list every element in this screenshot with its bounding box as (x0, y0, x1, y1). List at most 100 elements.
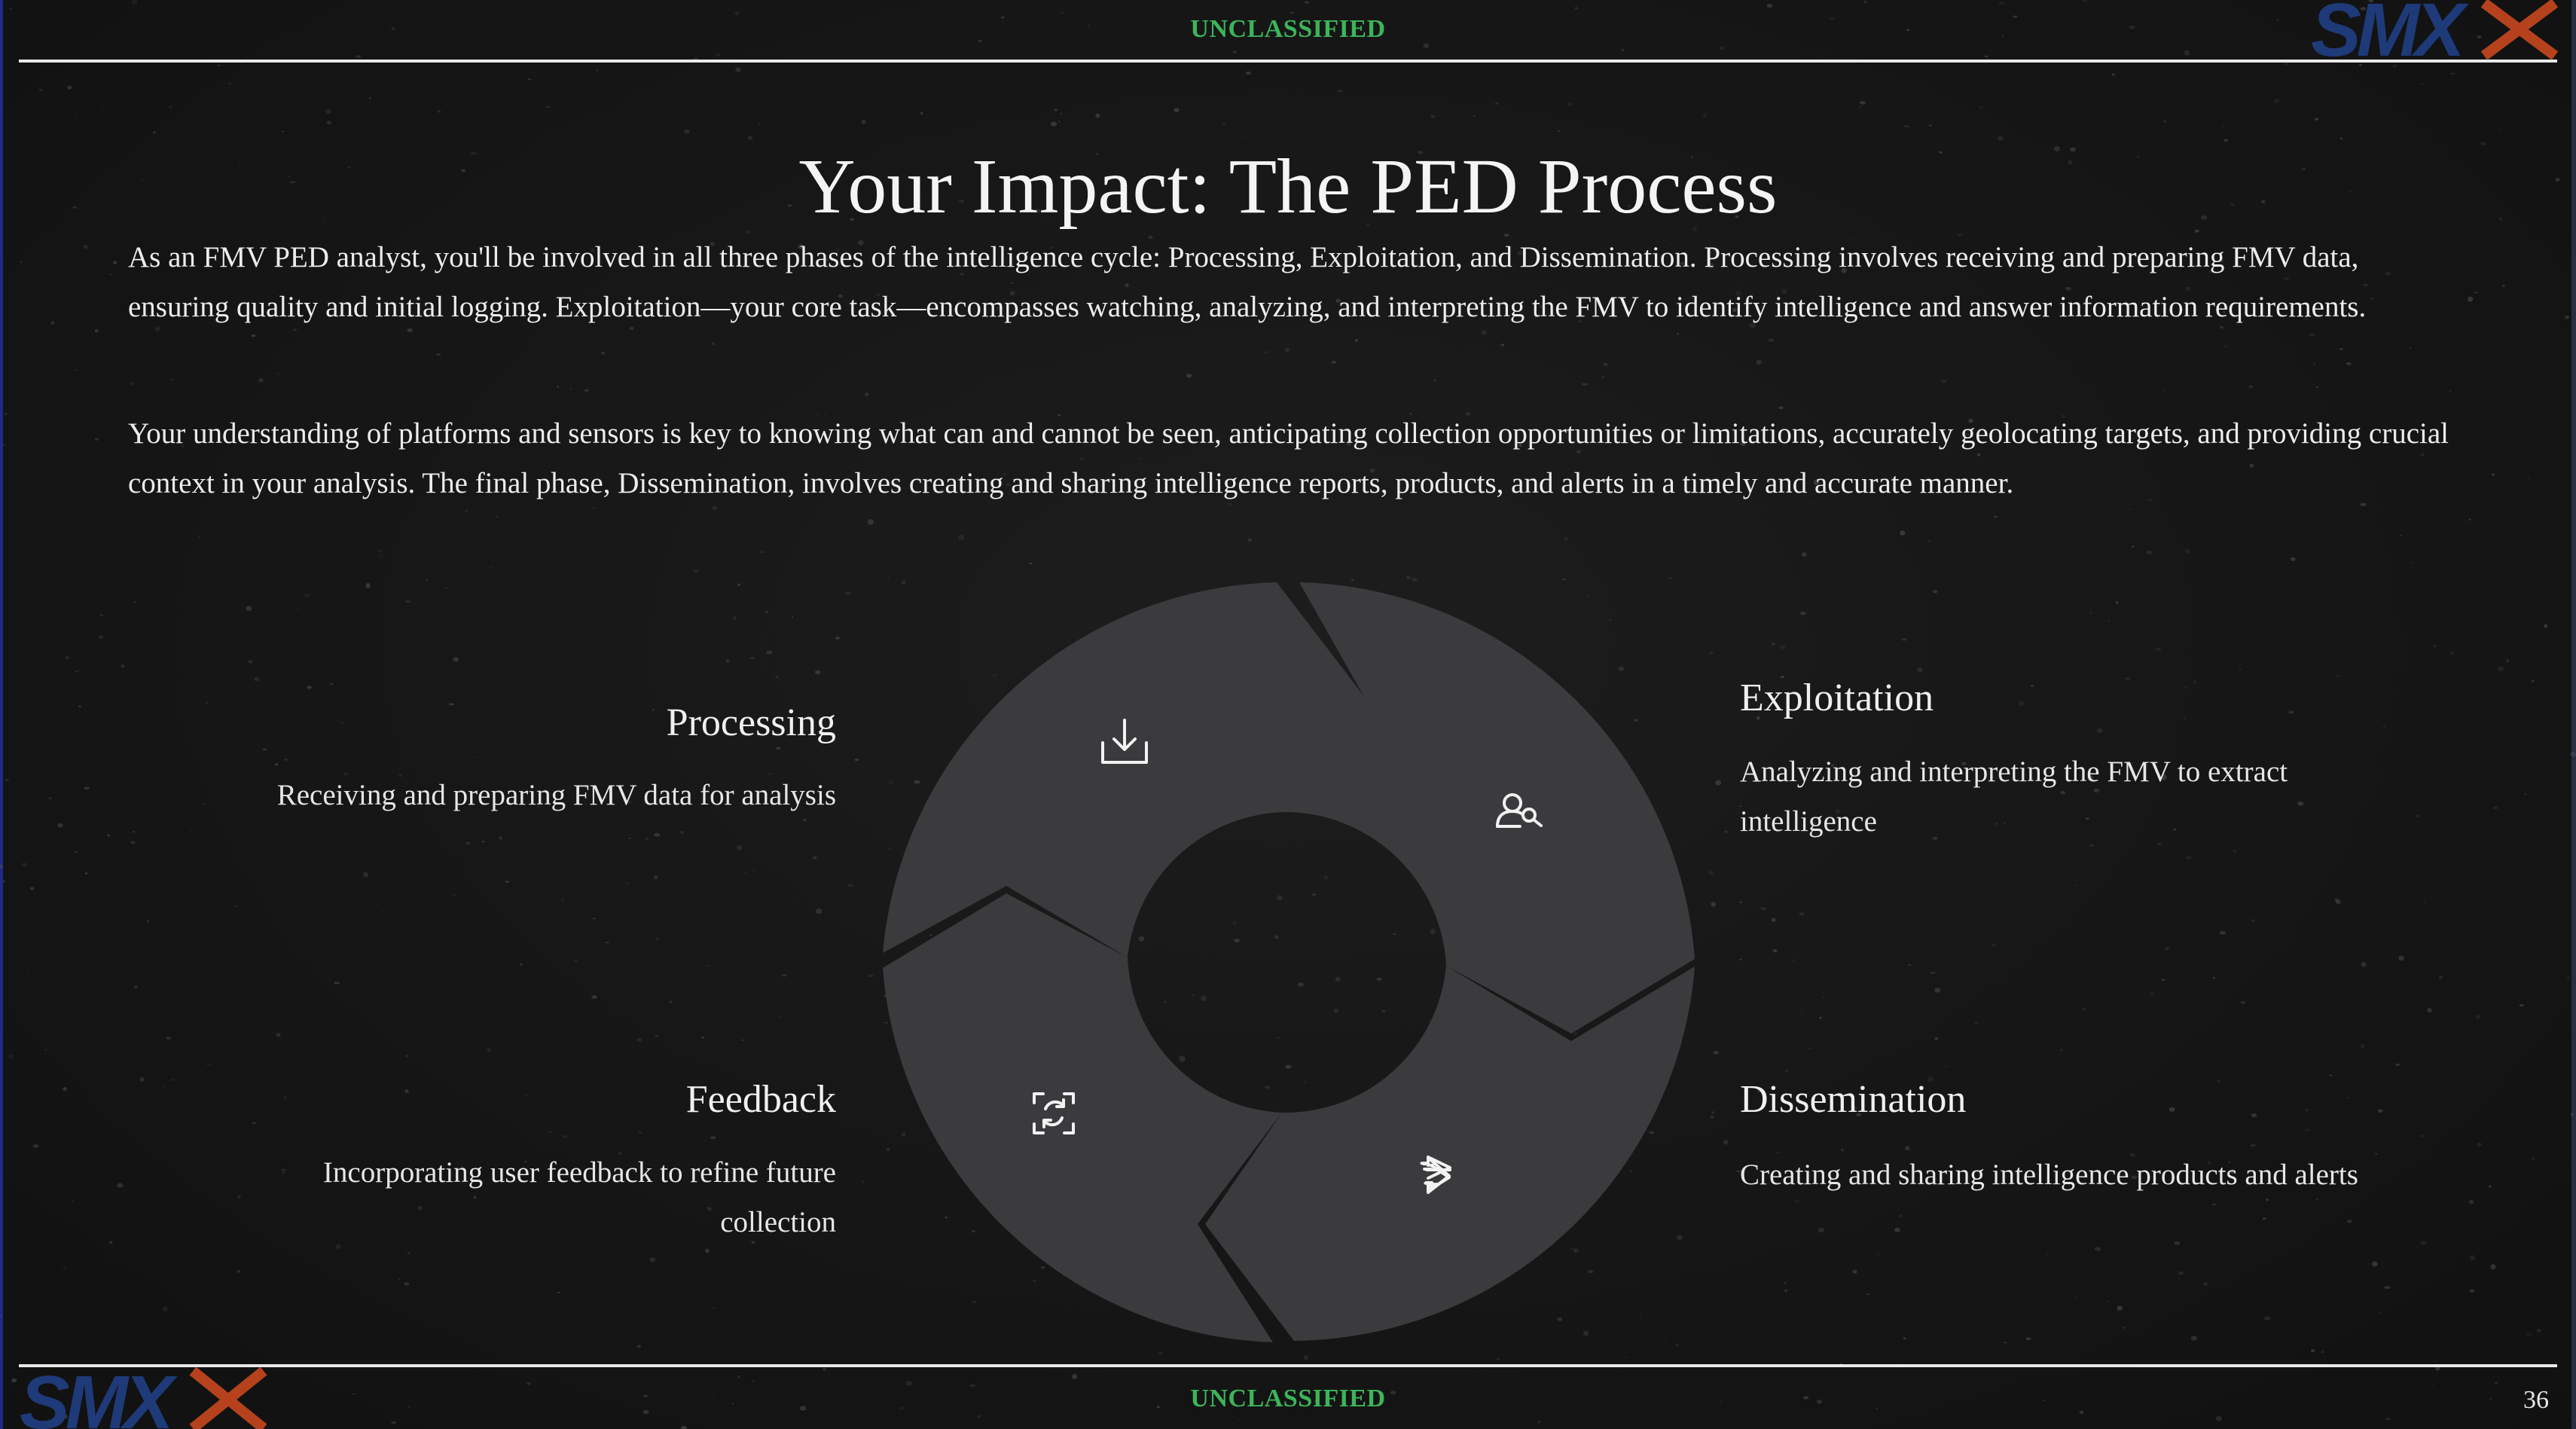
speckle (1917, 667, 1923, 673)
speckle (2398, 955, 2404, 961)
speckle (171, 1078, 175, 1082)
speckle (1812, 502, 1814, 504)
speckle (2030, 685, 2034, 687)
speckle (5, 779, 9, 781)
speckle (289, 181, 296, 184)
speckle (435, 353, 441, 356)
speckle (725, 659, 730, 663)
speckle (276, 1033, 281, 1037)
speckle (1495, 102, 1499, 105)
speckle (2070, 147, 2076, 152)
speckle (281, 1168, 287, 1172)
speckle (2079, 1410, 2084, 1414)
speckle (1991, 944, 1998, 947)
speckle (958, 199, 965, 203)
speckle (1601, 376, 1605, 378)
speckle (464, 509, 469, 512)
speckle (283, 1095, 288, 1100)
speckle (74, 851, 78, 853)
speckle (99, 614, 104, 616)
speckle (737, 845, 743, 850)
speckle (1285, 1064, 1292, 1069)
user-search-icon (1496, 793, 1543, 828)
speckle (217, 65, 221, 67)
speckle (246, 606, 252, 611)
speckle (355, 55, 362, 58)
speckle (2129, 25, 2135, 29)
speckle (2185, 856, 2192, 860)
speckle (329, 682, 334, 685)
speckle (2262, 1217, 2266, 1220)
speckle (2129, 508, 2132, 510)
speckle (1739, 901, 1742, 904)
speckle (505, 881, 510, 884)
speckle (1756, 716, 1760, 720)
speckle (1739, 958, 1742, 961)
speckle (109, 1241, 113, 1244)
speckle (526, 1382, 532, 1385)
speckle (258, 378, 264, 383)
speckle (1932, 590, 1938, 594)
speckle (152, 131, 156, 134)
speckle (1772, 643, 1775, 646)
speckle (72, 1201, 75, 1202)
speckle (2360, 502, 2367, 506)
speckle (2194, 229, 2199, 233)
speckle (1749, 323, 1757, 328)
speckle (959, 273, 965, 276)
speckle (2082, 1008, 2085, 1010)
speckle (293, 328, 297, 331)
speckle (1366, 223, 1371, 227)
speckle (132, 831, 136, 833)
speckle (2290, 557, 2296, 561)
speckle (2315, 1198, 2319, 1201)
speckle (2477, 1143, 2482, 1147)
speckle (239, 165, 241, 166)
speckle (1934, 1037, 1939, 1040)
speckle (1968, 418, 1973, 423)
speckle (920, 111, 923, 115)
speckle (2360, 1043, 2365, 1049)
focus-refresh-icon (1033, 1092, 1075, 1134)
speckle (2212, 976, 2216, 979)
speckle (1233, 921, 1237, 924)
speckle (627, 801, 632, 804)
speckle (2339, 137, 2343, 140)
speckle (1430, 928, 1436, 935)
speckle (2174, 1241, 2181, 1245)
speckle (2313, 363, 2315, 365)
processing-segment (883, 582, 1363, 957)
speckle (2395, 1063, 2401, 1066)
speckle (1148, 235, 1153, 240)
speckle (1649, 1131, 1655, 1134)
speckle (1630, 1170, 1632, 1172)
speckle (489, 566, 493, 568)
smx-logo-bottom: SMX (20, 1365, 267, 1429)
speckle (1640, 1317, 1642, 1319)
speckle (905, 1380, 913, 1386)
speckle (98, 635, 103, 640)
speckle (2185, 548, 2190, 554)
speckle (154, 326, 160, 332)
speckle (1222, 267, 1225, 270)
speckle (799, 1406, 807, 1411)
speckle (596, 69, 599, 72)
speckle (567, 255, 569, 257)
speckle (2075, 884, 2077, 886)
speckle (684, 129, 690, 134)
speckle (2, 880, 6, 883)
speckle (1627, 204, 1631, 208)
speckle (1772, 949, 1778, 953)
speckle (2570, 752, 2576, 757)
speckle (537, 805, 539, 808)
speckle (2469, 1289, 2475, 1293)
speckle (11, 1378, 17, 1383)
share-forward-icon (1420, 1156, 1451, 1194)
speckle (2431, 1385, 2434, 1386)
speckle (787, 204, 792, 207)
speckle (1061, 12, 1064, 14)
speckle (1816, 1399, 1823, 1404)
speckle (1351, 579, 1354, 581)
speckle (1998, 2, 2005, 5)
speckle (1276, 1037, 1280, 1039)
